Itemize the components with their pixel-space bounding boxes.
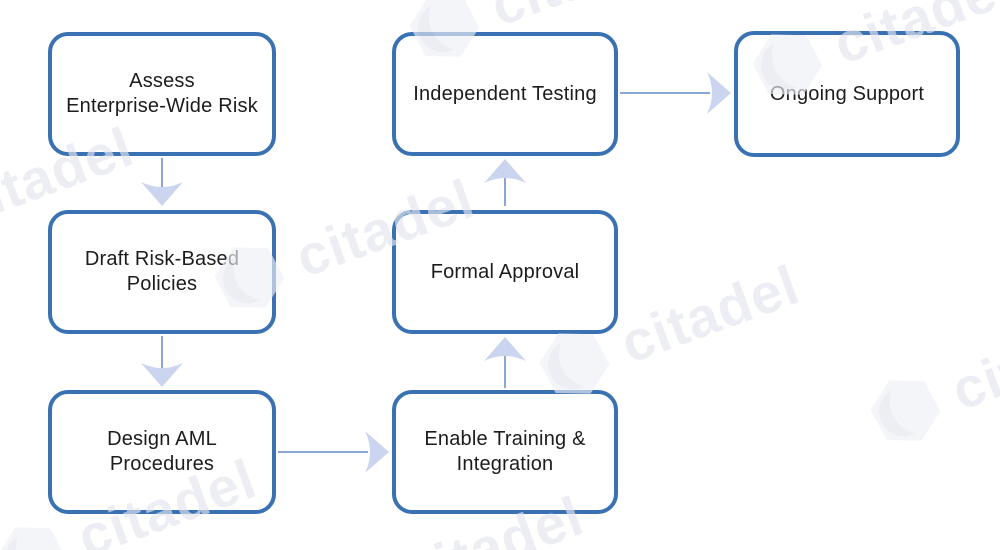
arrow-assess-to-draft	[141, 158, 183, 206]
node-label: Ongoing Support	[769, 82, 925, 105]
arrow-draft-to-design	[141, 336, 183, 387]
arrow-design-to-training	[278, 431, 389, 473]
node-draft-risk-based-policies: Draft Risk-Based Policies	[48, 210, 276, 334]
node-independent-testing: Independent Testing	[392, 32, 618, 156]
node-assess-enterprise-wide-risk: Assess Enterprise-Wide Risk	[48, 32, 276, 156]
node-label: Enable Training & Integration	[424, 428, 586, 475]
node-enable-training-integration: Enable Training & Integration	[392, 390, 618, 514]
arrow-approval-to-testing	[484, 159, 526, 206]
node-label: Design AML Procedures	[107, 428, 217, 475]
arrow-testing-to-support	[620, 72, 731, 114]
node-label: Draft Risk-Based Policies	[84, 248, 240, 295]
arrow-training-to-approval	[484, 337, 526, 388]
node-label: Assess Enterprise-Wide Risk	[66, 70, 258, 117]
node-ongoing-support: Ongoing Support	[734, 31, 960, 157]
node-label: Independent Testing	[413, 82, 597, 105]
node-formal-approval: Formal Approval	[392, 210, 618, 334]
node-design-aml-procedures: Design AML Procedures	[48, 390, 276, 514]
node-label: Formal Approval	[430, 260, 580, 283]
